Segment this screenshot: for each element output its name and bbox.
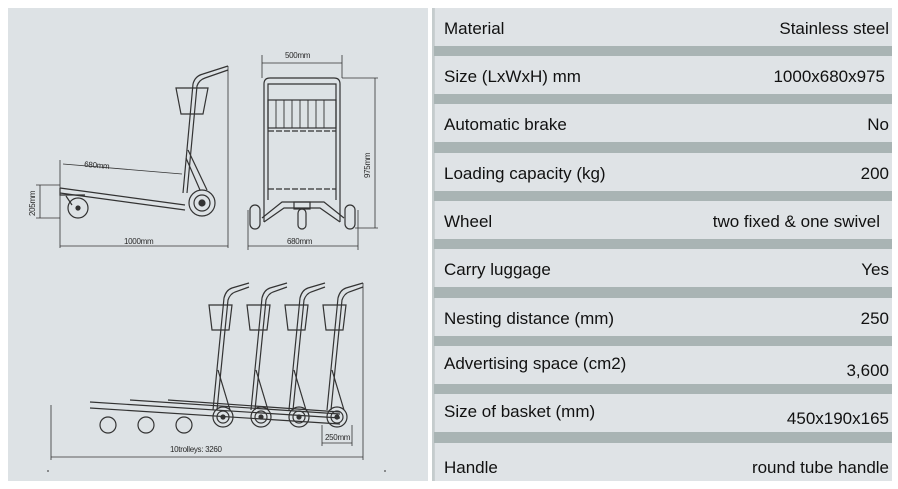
nested-trolley-1 — [208, 282, 250, 428]
front-left-wheel — [249, 204, 261, 230]
front-view-drawing — [247, 55, 378, 250]
spec-value: 250 — [860, 309, 889, 328]
nested-trolley-3 — [284, 282, 326, 428]
spec-row-loading-capacity: Loading capacity (kg) 200 — [434, 153, 892, 191]
spec-value: No — [867, 115, 889, 134]
nested-trolley-2 — [246, 282, 288, 428]
spec-value: Stainless steel — [779, 19, 889, 38]
spec-label: Loading capacity (kg) — [444, 164, 606, 183]
spec-row-wheel: Wheel two fixed & one swivel — [434, 201, 892, 239]
side-deck-height-label: 205mm — [28, 190, 37, 216]
front-overall-height-label: 975mm — [363, 152, 372, 178]
front-right-wheel — [344, 204, 356, 230]
spec-value: round tube handle — [751, 458, 889, 477]
front-frame-width-label: 500mm — [285, 51, 311, 60]
spec-label: Size (LxWxH) mm — [444, 67, 581, 86]
spec-value: 1000x680x975 — [773, 67, 885, 86]
nested-distance-label: 250mm — [325, 433, 351, 442]
nested-view-drawing — [47, 282, 386, 472]
spec-value: Yes — [861, 260, 889, 279]
spec-value: 200 — [860, 164, 889, 183]
nested-trolley-4 — [322, 282, 364, 428]
spec-value: two fixed & one swivel — [712, 212, 880, 231]
trolley-drawings: 680mm 205mm 1000mm — [28, 51, 386, 472]
side-view-drawing — [36, 65, 229, 248]
side-basket — [175, 87, 209, 115]
specification-table: Material Stainless steel Size (LxWxH) mm… — [432, 8, 892, 481]
nested-total-length-label: 10trolleys: 3260 — [170, 445, 223, 454]
spec-row-carry-luggage: Carry luggage Yes — [434, 249, 892, 287]
side-deck — [59, 187, 186, 206]
spec-label: Handle — [444, 458, 498, 477]
spec-row-basket-size: Size of basket (mm) 450x190x165 — [434, 394, 892, 432]
front-caster-wheel — [297, 208, 307, 230]
spec-row-automatic-brake: Automatic brake No — [434, 104, 892, 142]
side-handle — [182, 65, 229, 194]
spec-row-nesting-distance: Nesting distance (mm) 250 — [434, 298, 892, 336]
spec-label: Automatic brake — [444, 115, 567, 134]
spec-label: Advertising space (cm2) — [444, 354, 627, 373]
side-deck-length-label: 680mm — [84, 160, 110, 171]
spec-row-material: Material Stainless steel — [434, 8, 892, 46]
spec-value: 3,600 — [846, 361, 889, 380]
spec-row-handle: Handle round tube handle — [434, 443, 892, 481]
front-overall-width-label: 680mm — [287, 237, 313, 246]
side-overall-length-label: 1000mm — [124, 237, 154, 246]
spec-label: Material — [444, 19, 505, 38]
side-caster-wheel — [67, 197, 89, 219]
spec-row-size: Size (LxWxH) mm 1000x680x975 — [434, 56, 892, 94]
spec-label: Carry luggage — [444, 260, 551, 279]
spec-label: Nesting distance (mm) — [444, 309, 615, 328]
spec-value: 450x190x165 — [786, 409, 889, 428]
spec-row-advertising-space: Advertising space (cm2) 3,600 — [434, 346, 892, 384]
side-rear-wheel — [188, 189, 216, 217]
technical-drawing-panel: 680mm 205mm 1000mm — [8, 8, 428, 481]
front-ad-panel — [267, 99, 337, 129]
spec-label: Wheel — [444, 212, 493, 231]
spec-label: Size of basket (mm) — [444, 402, 596, 421]
